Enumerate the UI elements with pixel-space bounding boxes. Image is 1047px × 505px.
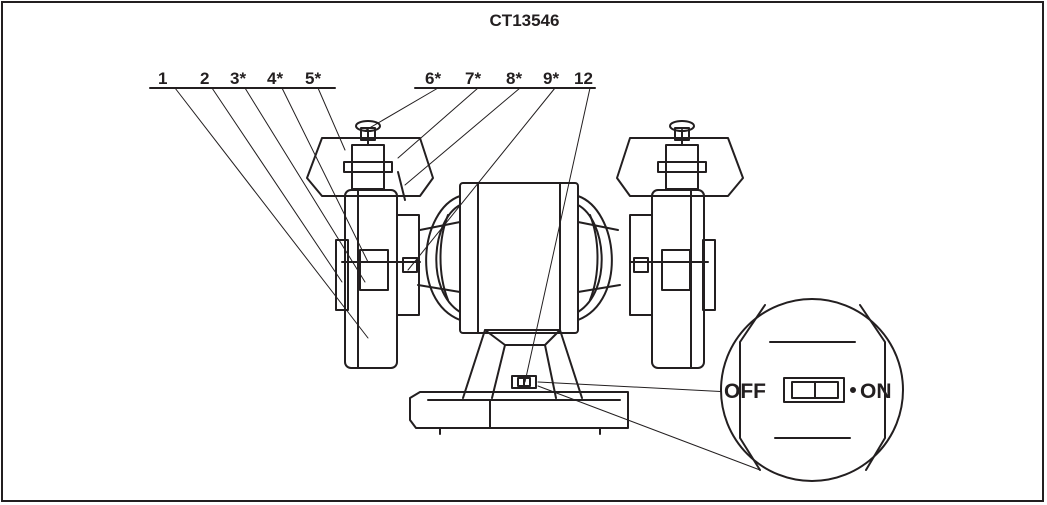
callout-12: 12 [574,69,593,88]
right-wheel-guard [629,189,716,369]
left-wheel-guard [335,189,421,369]
callout-5: 5* [305,69,321,88]
callout-4: 4* [267,69,283,88]
callout-6: 6* [425,69,441,88]
callout-7: 7* [465,69,481,88]
power-switch-small [511,375,537,389]
callout-9: 9* [543,69,559,88]
callout-2: 2 [200,69,209,88]
callout-3: 3* [230,69,246,88]
switch-on-label: ON [860,380,892,403]
callout-8: 8* [506,69,522,88]
callout-1: 1 [158,69,167,88]
left-eye-shield [306,120,434,201]
right-eye-shield [616,120,744,197]
grinder-motor [417,182,621,334]
callout-labels: 1 2 3* 4* 5* 6* 7* 8* 9* 12 [158,69,593,88]
diagram-title: CT13546 [489,11,560,30]
grinder-base [409,391,629,435]
switch-off-label: OFF [724,380,766,403]
switch-zoom-circle [720,298,904,482]
